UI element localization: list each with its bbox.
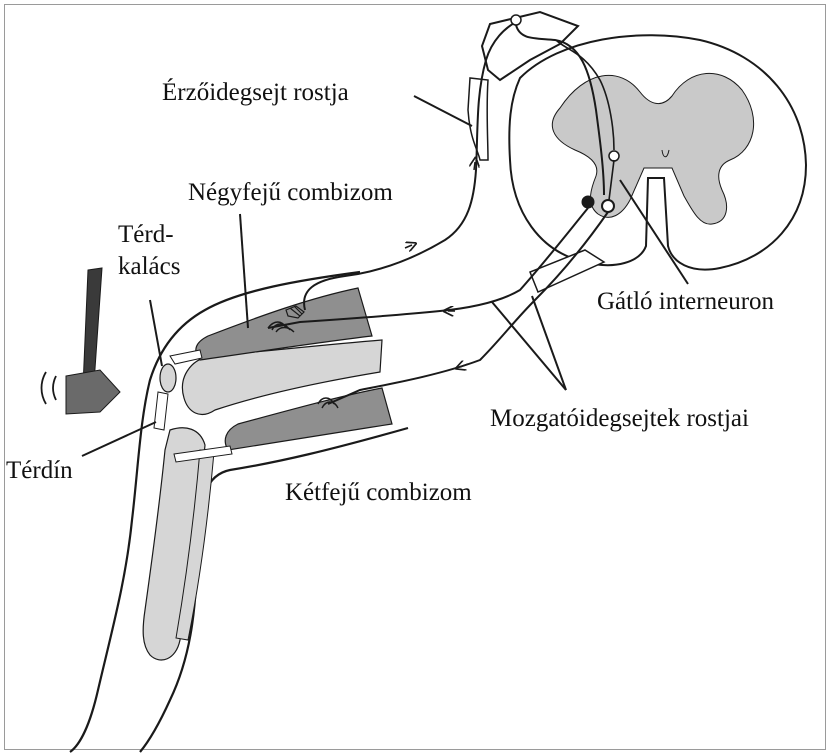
quadriceps-label: Négyfejű combizom <box>188 179 393 206</box>
quadriceps-pointer <box>240 214 248 328</box>
interneuron-label: Gátló interneuron <box>597 288 775 315</box>
motor-pointer-2 <box>532 296 566 390</box>
patellar-tendon-label: Térdín <box>6 457 73 484</box>
hamstring-label: Kétfejű combizom <box>285 479 472 506</box>
motor-pointer-1 <box>492 302 566 390</box>
sensory-arrow-2 <box>474 162 475 170</box>
sensory-arrow-1 <box>405 245 412 248</box>
tendon-pointer <box>82 422 156 456</box>
kneecap-pointer <box>150 300 162 366</box>
ganglion-cell <box>511 15 521 25</box>
motor-fibers-label: Mozgatóidegsejtek rostjai <box>490 405 749 432</box>
sensory-fiber-label: Érzőidegsejt rostja <box>162 78 349 106</box>
reflex-hammer <box>42 268 121 414</box>
interneuron-cell <box>609 151 619 161</box>
kneecap-label-1: Térd- <box>118 221 174 248</box>
sensory-pointer <box>414 96 472 126</box>
patella <box>160 364 176 392</box>
hammer-head <box>66 370 120 414</box>
spinal-cord <box>468 12 806 292</box>
patellar-tendon-lower <box>154 392 168 430</box>
motor-neuron-2 <box>602 200 614 212</box>
leg <box>70 272 408 752</box>
kneecap-label-2: kalács <box>118 253 180 280</box>
motor-neuron-1 <box>582 196 594 208</box>
vibration-marks <box>42 372 57 404</box>
sensory-fiber <box>304 22 516 310</box>
